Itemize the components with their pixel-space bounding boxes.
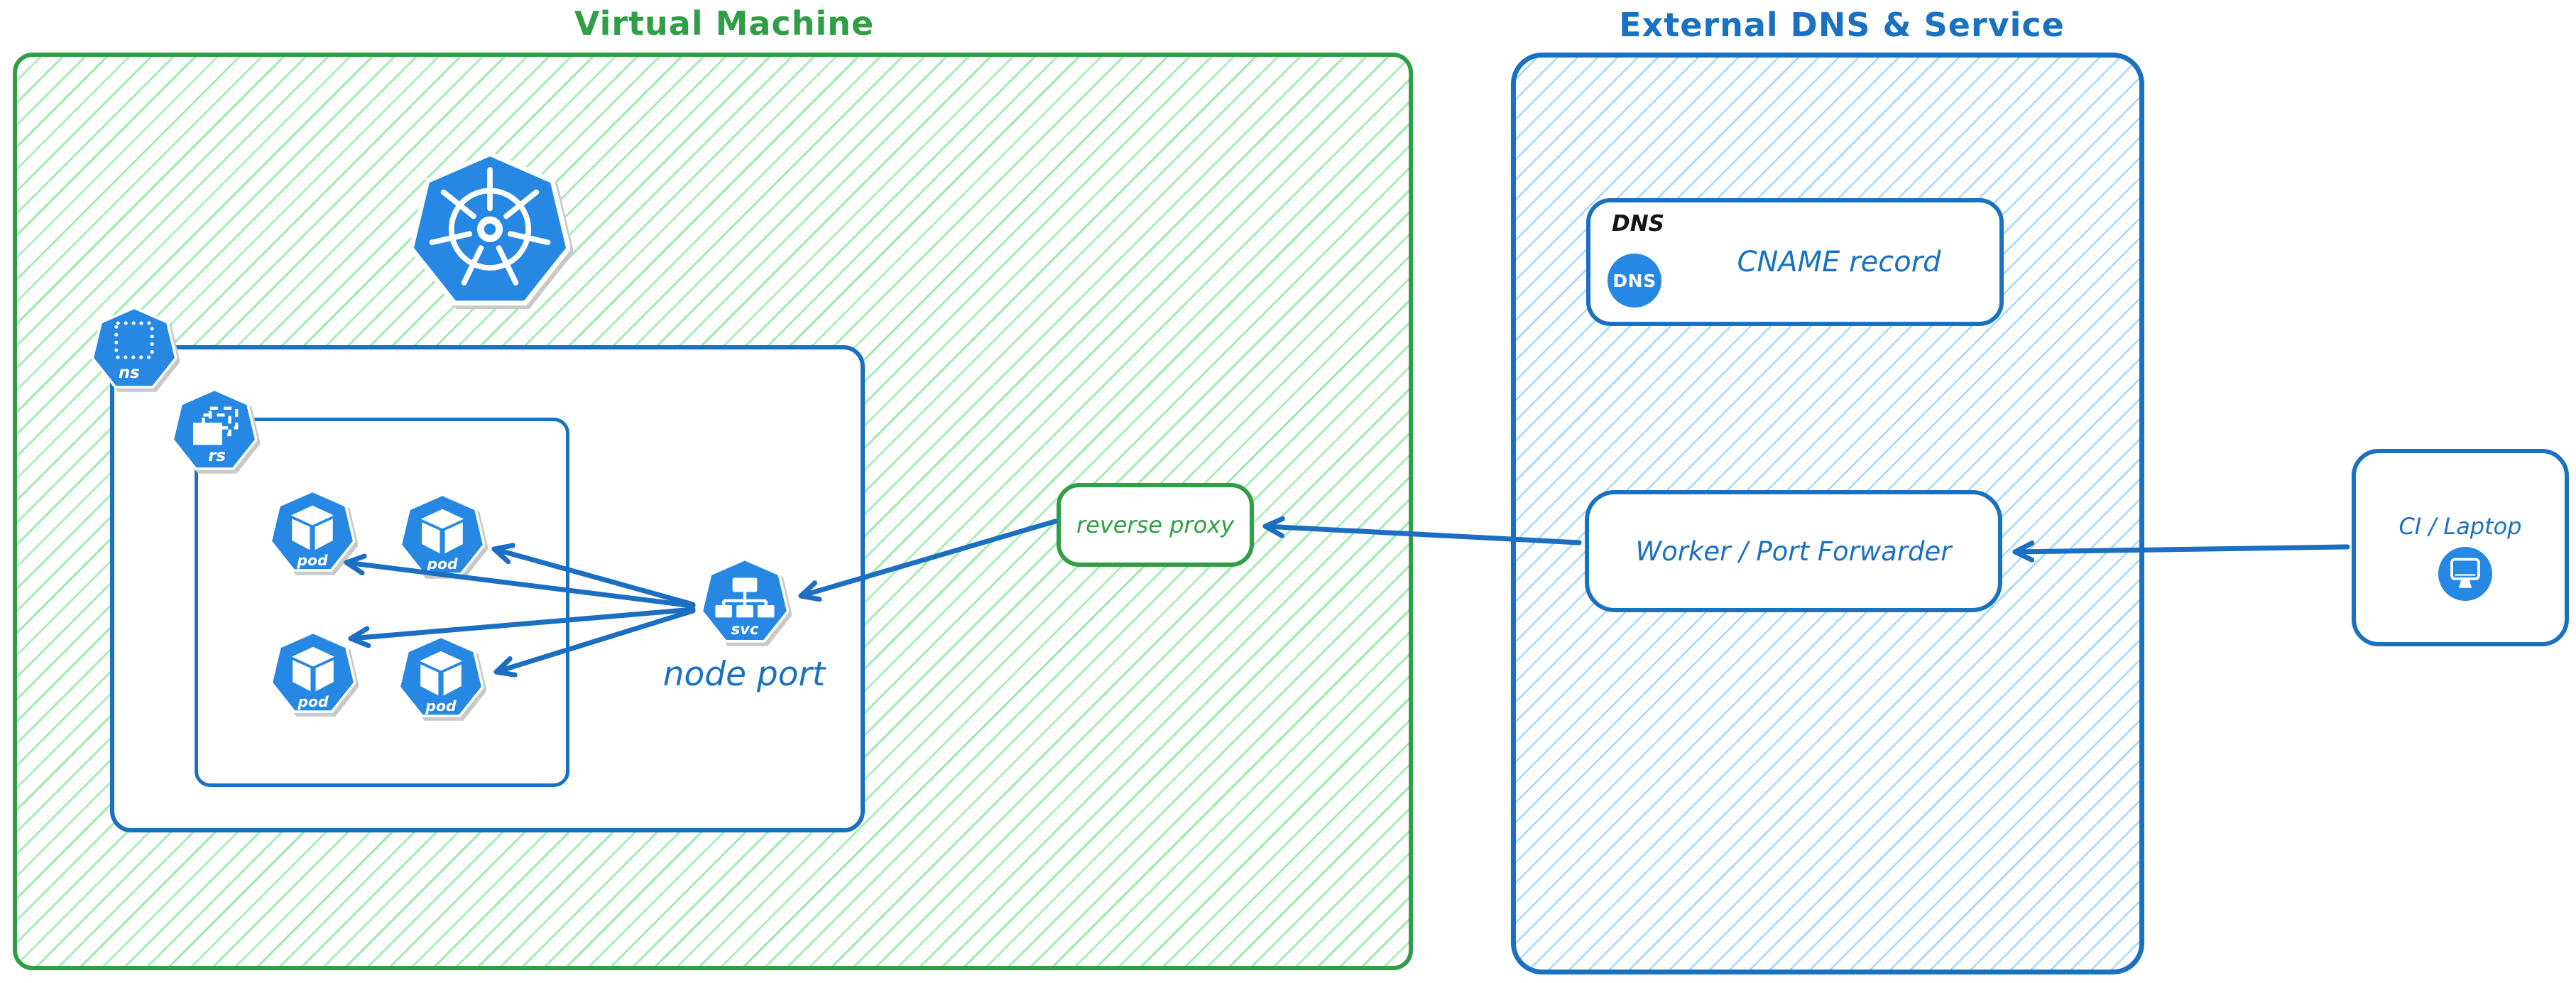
svc-leaf-node-glyph [757, 604, 775, 618]
reverse-proxy-box: reverse proxy [1057, 483, 1254, 567]
monitor-icon [2438, 547, 2492, 601]
external-title: External DNS & Service [1619, 6, 2065, 44]
worker-card: Worker / Port Forwarder [1585, 490, 2002, 612]
svc-root-node-glyph [732, 577, 758, 592]
dns-badge-label: DNS [1612, 270, 1657, 291]
pod-icon: pod [398, 635, 484, 717]
pod-icon: pod [271, 631, 356, 713]
pod-icon: pod [400, 493, 485, 575]
cube-left-glyph [420, 664, 439, 696]
vm-title: Virtual Machine [574, 4, 875, 43]
cube-left-glyph [292, 518, 310, 550]
cube-right-glyph [444, 522, 463, 554]
cube-left-glyph [293, 660, 311, 692]
dotted-square-glyph [114, 321, 154, 359]
pod-icon-label: pod [426, 555, 458, 572]
cube-top-glyph [292, 646, 334, 667]
dns-card-header: DNS [1612, 211, 1665, 237]
replicaset-icon-label: rs [208, 447, 226, 465]
svc-leaf-node-glyph [736, 604, 753, 618]
replica-solid-glyph [193, 423, 222, 445]
cube-right-glyph [443, 664, 462, 696]
service-icon-label: svc [731, 620, 759, 638]
replicaset-icon: rs [172, 388, 257, 470]
cname-record-label: CNAME record [1737, 246, 1941, 278]
node-port-label: node port [662, 655, 826, 694]
namespace-icon-label: ns [119, 364, 140, 382]
pod-icon-label: pod [425, 697, 457, 715]
svc-leaf-node-glyph [715, 604, 733, 618]
cube-top-glyph [420, 651, 462, 671]
pod-icon-label: pod [297, 693, 329, 710]
cube-top-glyph [421, 509, 464, 529]
pod-icon-label: pod [296, 552, 328, 569]
cube-right-glyph [315, 660, 334, 692]
namespace-icon: ns [92, 306, 177, 389]
pod-icon: pod [270, 489, 355, 572]
replica-ghost-glyph [208, 406, 239, 430]
cube-left-glyph [422, 522, 440, 554]
kubernetes-logo-icon [410, 151, 570, 306]
ci-laptop-label: CI / Laptop [2398, 513, 2522, 540]
worker-label: Worker / Port Forwarder [1635, 536, 1952, 567]
ci-laptop-card: CI / Laptop [2352, 449, 2569, 646]
service-icon: svc [701, 558, 789, 643]
reverse-proxy-label: reverse proxy [1076, 511, 1235, 538]
cube-top-glyph [291, 505, 334, 526]
cube-right-glyph [315, 518, 333, 550]
dns-badge-icon: DNS [1608, 254, 1661, 308]
dns-card: DNS DNS CNAME record [1586, 198, 2004, 326]
svc-tree-lines-glyph [722, 592, 768, 605]
